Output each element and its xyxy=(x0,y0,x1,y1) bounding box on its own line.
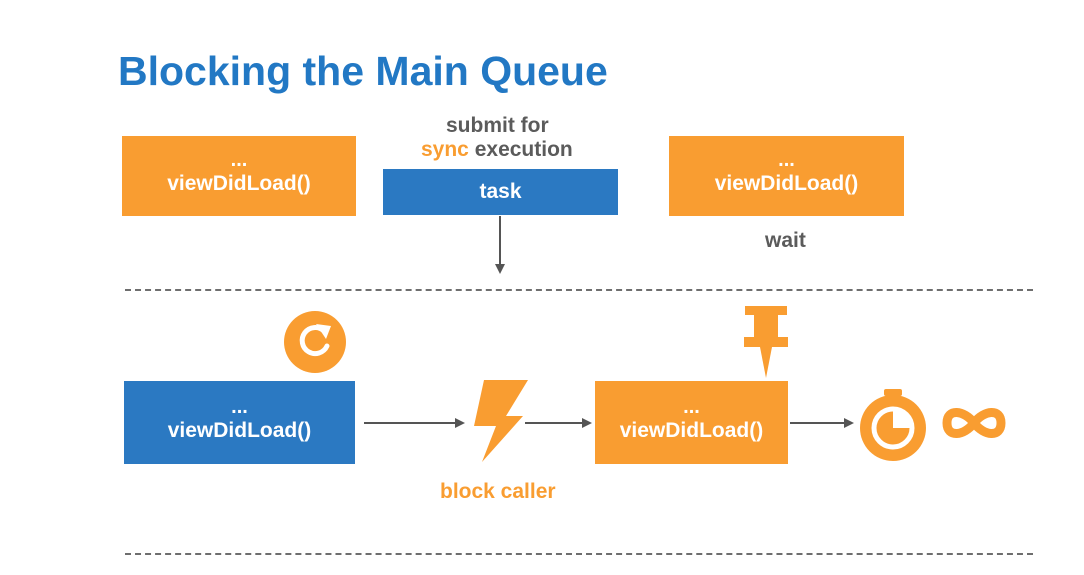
infinity-icon xyxy=(942,408,1006,438)
function-label: viewDidLoad() xyxy=(714,172,859,195)
execution-word: execution xyxy=(468,138,573,161)
slide-title: Blocking the Main Queue xyxy=(118,48,608,94)
pushpin-icon xyxy=(744,306,788,378)
main-queue-viewdidload-box: ... viewDidLoad() xyxy=(124,381,355,464)
task-box: task xyxy=(383,169,618,215)
function-label: viewDidLoad() xyxy=(167,418,312,442)
submit-for-label: submit for xyxy=(446,114,549,137)
lightning-icon xyxy=(474,380,528,462)
stopwatch-icon xyxy=(860,389,926,461)
sync-word: sync xyxy=(421,138,469,161)
ellipsis-text: ... xyxy=(778,149,795,171)
function-label: viewDidLoad() xyxy=(167,172,311,195)
ellipsis-text: ... xyxy=(230,149,248,171)
ellipsis-text: ... xyxy=(683,395,700,418)
block-caller-label: block caller xyxy=(440,480,556,503)
ellipsis-text: ... xyxy=(231,395,248,418)
top-right-viewdidload-box: ... viewDidLoad() xyxy=(669,136,904,216)
refresh-icon xyxy=(284,311,346,373)
sync-execution-label: sync execution xyxy=(421,138,573,162)
function-label: viewDidLoad() xyxy=(619,418,764,442)
top-left-viewdidload-box: ... viewDidLoad() xyxy=(122,136,356,216)
queue-divider-bottom xyxy=(125,553,1033,555)
wait-label: wait xyxy=(765,229,806,252)
queue-divider-top xyxy=(125,289,1033,291)
blocked-viewdidload-box: ... viewDidLoad() xyxy=(595,381,788,464)
task-label: task xyxy=(479,180,522,203)
